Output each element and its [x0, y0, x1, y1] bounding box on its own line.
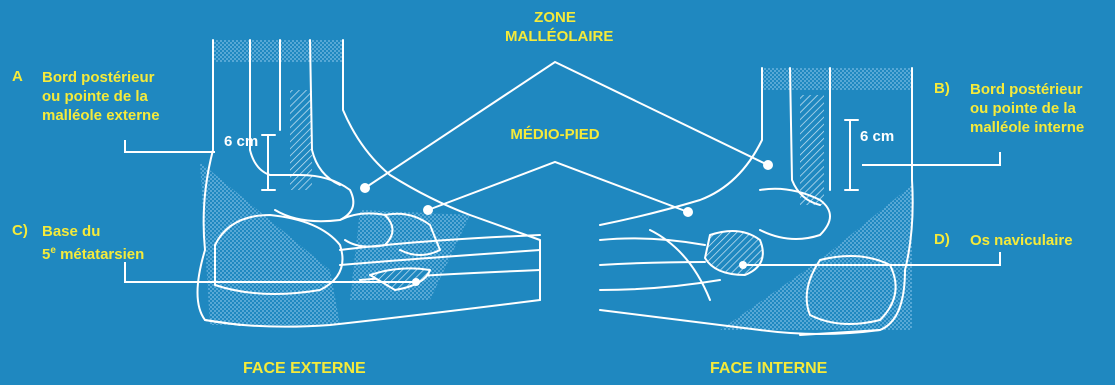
right-leg-band: [762, 68, 912, 90]
label-a-line2: ou pointe de la: [42, 87, 160, 106]
label-a-line3: malléole externe: [42, 106, 160, 125]
label-b-line3: malléole interne: [970, 118, 1084, 137]
leader-b: [862, 152, 1000, 165]
label-a-line1: Bord postérieur: [42, 68, 160, 87]
label-a-text: Bord postérieur ou pointe de la malléole…: [42, 68, 160, 125]
zone-malleolaire-label: ZONE MALLÉOLAIRE: [505, 8, 605, 46]
label-b-line2: ou pointe de la: [970, 99, 1084, 118]
label-d-text: Os naviculaire: [970, 231, 1073, 250]
dot-medio-right: [683, 207, 693, 217]
left-foot-illustration: [198, 40, 541, 327]
zone-label-line2: MALLÉOLAIRE: [505, 27, 605, 46]
left-6cm-bracket: [262, 135, 275, 190]
zone-label-line1: ZONE: [505, 8, 605, 27]
dot-zone-left: [360, 183, 370, 193]
measure-left: 6 cm: [224, 133, 258, 150]
label-b-line1: Bord postérieur: [970, 80, 1084, 99]
right-navicular: [705, 231, 763, 275]
medio-pied-label: MÉDIO-PIED: [495, 125, 615, 144]
dot-medio-left: [423, 205, 433, 215]
label-b-text: Bord postérieur ou pointe de la malléole…: [970, 80, 1084, 137]
label-c-line1: Base du: [42, 222, 144, 241]
label-c-rest: métatarsien: [56, 246, 144, 263]
dot-zone-right: [763, 160, 773, 170]
dot-d: [739, 261, 747, 269]
left-heel-zone: [200, 162, 340, 325]
medio-pied-lines: [428, 162, 688, 212]
dot-c: [412, 278, 420, 286]
left-talus: [275, 175, 353, 221]
right-dorsum-outline: [600, 68, 762, 225]
label-d-letter: D): [934, 231, 950, 248]
label-b-letter: B): [934, 80, 950, 97]
label-c-letter: C): [12, 222, 28, 239]
left-leg-band: [213, 40, 343, 62]
leader-a: [125, 140, 215, 152]
label-a-letter: A: [12, 68, 23, 85]
right-6cm-bracket: [845, 120, 858, 190]
label-c-text: Base du 5e métatarsien: [42, 222, 144, 264]
caption-face-interne: FACE INTERNE: [710, 360, 827, 378]
measure-right: 6 cm: [860, 128, 894, 145]
label-c-line2: 5e métatarsien: [42, 241, 144, 264]
caption-face-externe: FACE EXTERNE: [243, 360, 366, 378]
right-foot-illustration: [600, 68, 913, 335]
right-metatarsal-1: [600, 238, 705, 245]
right-malleolus-hatch: [800, 95, 824, 205]
